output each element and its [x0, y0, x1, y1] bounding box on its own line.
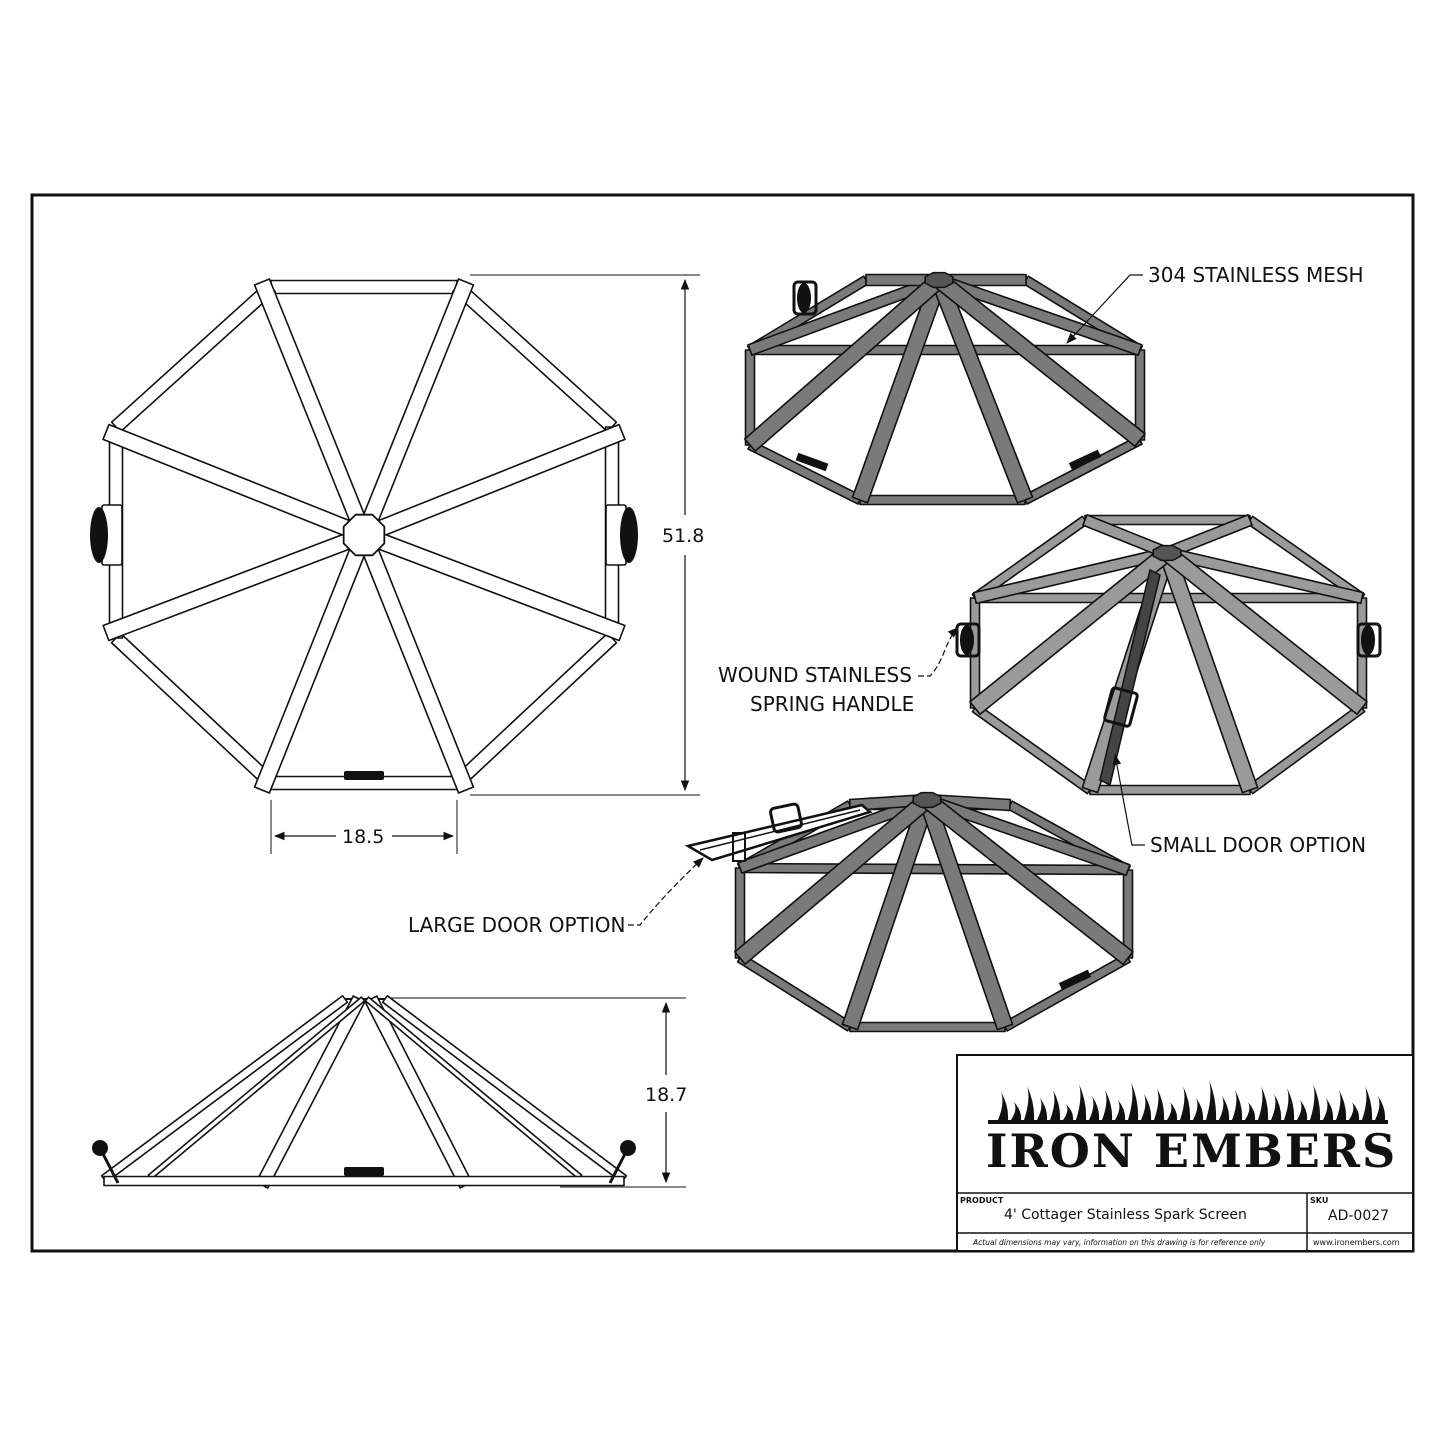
handle-bracket — [955, 622, 981, 658]
door-latch — [344, 1167, 384, 1176]
leg-tube — [1134, 349, 1146, 441]
outer-spoke — [381, 995, 628, 1183]
door-latch — [344, 771, 384, 780]
handle-label-line2: SPRING HANDLE — [750, 692, 914, 716]
hub-cap — [1152, 544, 1182, 562]
spring-handle-grip — [1361, 625, 1375, 655]
flame-base-line — [988, 1120, 1388, 1124]
height-dimension-label: 18.7 — [645, 1084, 687, 1106]
spring-handle-coil — [90, 507, 108, 563]
large-door-handle — [769, 802, 803, 834]
depth-dimension: 51.8 — [470, 274, 704, 796]
product-field-label: PRODUCT — [960, 1196, 1004, 1205]
bottom-rail — [971, 703, 1094, 795]
perimeter-tube — [270, 279, 458, 295]
perimeter-tube — [110, 632, 277, 789]
depth-dimension-label: 51.8 — [662, 525, 704, 547]
bottom-rail — [1089, 784, 1251, 796]
flame-logo-graphic — [988, 1080, 1388, 1124]
large-door-label: LARGE DOOR OPTION — [408, 913, 625, 937]
door-latch — [795, 452, 829, 472]
sku-field-label: SKU — [1310, 1196, 1328, 1205]
perimeter-tube — [451, 632, 618, 789]
hub-cap — [912, 791, 942, 809]
disclaimer-note: Actual dimensions may vary, information … — [972, 1238, 1266, 1247]
rear-spoke — [364, 996, 583, 1180]
sku-value: AD-0027 — [1328, 1208, 1389, 1224]
rear-spoke — [147, 996, 366, 1180]
perimeter-tube — [974, 592, 1363, 604]
side-view-drawing — [92, 994, 636, 1189]
perimeter-tube — [110, 281, 277, 433]
large-door-callout: LARGE DOOR OPTION — [408, 857, 704, 937]
handle-knob — [620, 1140, 636, 1156]
door-latch — [1068, 449, 1102, 471]
handle-bracket — [792, 280, 818, 316]
base-rail — [103, 1175, 625, 1187]
side-dimension-label: 18.5 — [342, 826, 384, 848]
iso-view-mesh — [743, 271, 1146, 506]
bottom-rail — [736, 953, 854, 1032]
perimeter-tube — [749, 344, 1141, 356]
side-dimension: 18.5 — [270, 800, 458, 854]
spring-handle-coil — [620, 507, 638, 563]
small-door-panel — [1099, 568, 1161, 787]
spring-handle-grip — [960, 625, 974, 655]
leg-tube — [1122, 869, 1134, 959]
hub-cap — [342, 513, 386, 557]
flame-shape — [992, 1080, 1386, 1122]
height-dimension: 18.7 — [390, 997, 687, 1188]
large-door-frame-line — [699, 809, 861, 851]
perimeter-tube — [1246, 515, 1366, 603]
website-text: www.ironembers.com — [1313, 1238, 1400, 1247]
bottom-rail — [859, 494, 1026, 506]
small-door-callout: SMALL DOOR OPTION — [1112, 753, 1366, 857]
small-door-label: SMALL DOOR OPTION — [1150, 833, 1366, 857]
mesh-callout: 304 STAINLESS MESH — [1066, 263, 1364, 344]
bottom-rail — [849, 1021, 1006, 1033]
mesh-label: 304 STAINLESS MESH — [1148, 263, 1364, 287]
door-hinge — [732, 832, 746, 862]
brand-logo-text: IRON EMBERS — [986, 1124, 1397, 1178]
bottom-rail — [747, 440, 863, 505]
handle-knob — [92, 1140, 108, 1156]
sheet-border — [30, 193, 1415, 1253]
iso-view-large-door — [684, 791, 1134, 1033]
hub-cap — [924, 271, 954, 289]
top-view-drawing — [90, 278, 638, 794]
door-latch — [1058, 969, 1092, 991]
bottom-rail — [1246, 703, 1366, 795]
handle-callout: WOUND STAINLESS SPRING HANDLE — [718, 627, 959, 716]
perimeter-tube — [739, 862, 1129, 876]
small-door-handle — [1103, 686, 1139, 728]
iso-view-small-door — [955, 514, 1382, 796]
bottom-rail — [1001, 953, 1132, 1032]
bottom-rail — [1022, 435, 1143, 505]
title-block: IRON EMBERS PRODUCT 4' Cottager Stainles… — [956, 1054, 1414, 1252]
handle-label-line1: WOUND STAINLESS — [718, 663, 912, 687]
product-name: 4' Cottager Stainless Spark Screen — [1004, 1207, 1247, 1223]
spring-handle-grip — [797, 283, 811, 313]
perimeter-tube — [451, 281, 618, 433]
handle-bracket — [1356, 622, 1382, 658]
